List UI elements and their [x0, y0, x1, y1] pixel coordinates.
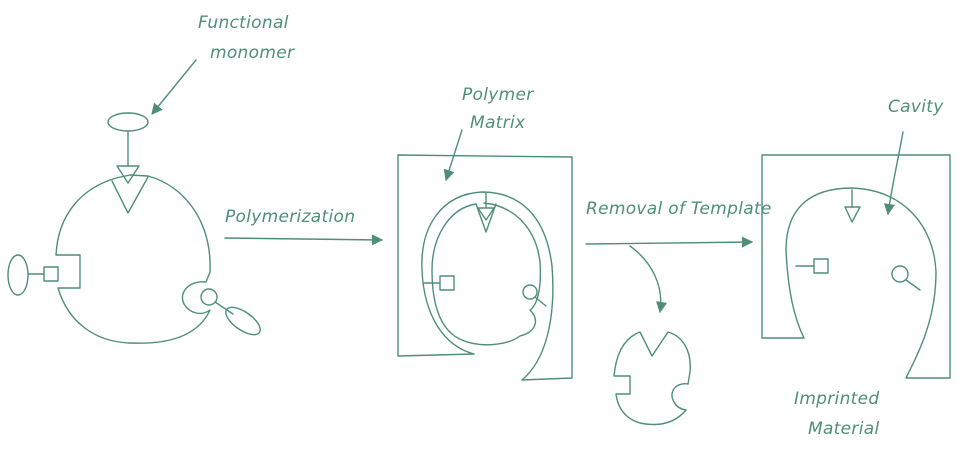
monomer-stem-right	[214, 301, 234, 315]
template-notch	[111, 176, 149, 214]
imprinted-triangle-top	[844, 206, 861, 223]
imprinted-stem-right	[905, 279, 921, 291]
functional-monomer-top	[107, 112, 149, 184]
polymer-stem-right	[534, 296, 547, 307]
template-outline	[55, 174, 211, 344]
functional-monomer-label-line2: monomer	[210, 43, 295, 63]
template-molecule	[55, 174, 211, 344]
polymer-matrix-label-line1: Polymer	[462, 85, 534, 105]
polymer-inner-wall	[431, 202, 542, 346]
removal-of-template-label: Removal of Template	[586, 199, 772, 219]
removal-arrow	[585, 236, 754, 248]
polymer-square-left	[439, 275, 455, 291]
monomer-ellipse-left	[7, 254, 29, 296]
polymer-matrix-block	[397, 154, 573, 381]
cavity-pointer-arrow	[883, 131, 904, 216]
polymerization-label: Polymerization	[225, 207, 355, 227]
removed-template	[613, 331, 691, 426]
polymerization-arrow	[224, 234, 384, 246]
polymer-matrix-label-line2: Matrix	[470, 113, 526, 133]
polymer-circle-right	[522, 284, 538, 300]
functional-monomer-left	[7, 254, 59, 296]
polymer-matrix-pointer-arrow	[443, 129, 463, 182]
polymer-matrix-outline	[397, 154, 573, 381]
imprinted-circle-right	[891, 265, 909, 283]
functional-monomer-pointer-arrow	[151, 59, 197, 115]
polymer-template-notch	[475, 203, 497, 233]
removed-template-arrow	[629, 245, 668, 314]
imprinted-material-label-line1: Imprinted	[794, 389, 879, 409]
monomer-circle-right	[200, 288, 218, 306]
monomer-ellipse-right	[225, 306, 261, 336]
imprinted-material-block	[761, 154, 951, 379]
monomer-ellipse-top	[107, 112, 149, 132]
monomer-triangle-top	[116, 165, 140, 184]
cavity-label: Cavity	[888, 97, 944, 117]
polymer-triangle-top	[477, 207, 495, 221]
monomer-square-left	[43, 266, 59, 282]
imprinted-material-label-line2: Material	[808, 419, 879, 439]
functional-monomer-label-line1: Functional	[198, 13, 289, 33]
functional-monomer-right	[200, 288, 261, 336]
imprinted-matrix-outline	[761, 154, 951, 379]
imprinted-square-left	[813, 258, 829, 274]
